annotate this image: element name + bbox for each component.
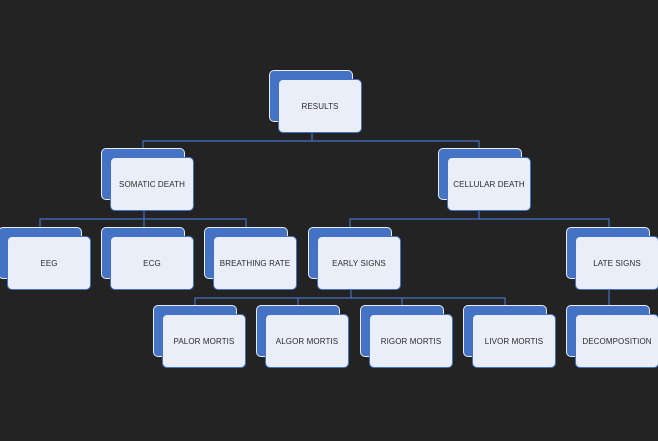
node-box: SOMATIC DEATH [110,157,194,211]
node-box: DECOMPOSITION [575,314,658,368]
node-label-late-signs: LATE SIGNS [593,258,641,268]
node-label-early-signs: EARLY SIGNS [332,258,386,268]
connector-cellular-death [349,211,610,227]
node-label-livor-mortis: LIVOR MORTIS [484,336,544,346]
connector-results [142,133,480,148]
node-rigor-mortis: RIGOR MORTIS [360,305,453,369]
node-box: CELLULAR DEATH [447,157,531,211]
node-box: PALOR MORTIS [162,314,246,368]
node-late-signs: LATE SIGNS [566,227,658,291]
node-ecg: ECG [101,227,194,291]
node-somatic-death: SOMATIC DEATH [101,148,194,212]
node-algor-mortis: ALGOR MORTIS [256,305,349,369]
node-label-algor-mortis: ALGOR MORTIS [275,336,339,346]
node-livor-mortis: LIVOR MORTIS [463,305,556,369]
node-eeg: EEG [0,227,91,291]
node-decomposition: DECOMPOSITION [566,305,658,369]
node-box: RESULTS [278,79,362,133]
node-box: EEG [7,236,91,290]
node-label-ecg: ECG [143,258,161,268]
node-box: LIVOR MORTIS [472,314,556,368]
node-box: ALGOR MORTIS [265,314,349,368]
node-cellular-death: CELLULAR DEATH [438,148,531,212]
node-label-rigor-mortis: RIGOR MORTIS [380,336,442,346]
node-label-palor-mortis: PALOR MORTIS [173,336,235,346]
node-box: BREATHING RATE [213,236,297,290]
node-box: RIGOR MORTIS [369,314,453,368]
node-label-results: RESULTS [301,101,339,111]
node-early-signs: EARLY SIGNS [308,227,401,291]
node-box: ECG [110,236,194,290]
node-box: LATE SIGNS [575,236,658,290]
node-palor-mortis: PALOR MORTIS [153,305,246,369]
connector-somatic-death [39,211,247,227]
node-label-eeg: EEG [40,258,58,268]
node-box: EARLY SIGNS [317,236,401,290]
node-results: RESULTS [269,70,362,134]
connector-early-signs [194,290,506,305]
node-label-breathing-rate: BREATHING RATE [219,258,291,268]
node-label-decomposition: DECOMPOSITION [582,336,652,346]
node-label-somatic-death: SOMATIC DEATH [119,179,185,189]
node-label-cellular-death: CELLULAR DEATH [453,179,525,189]
node-breathing-rate: BREATHING RATE [204,227,297,291]
